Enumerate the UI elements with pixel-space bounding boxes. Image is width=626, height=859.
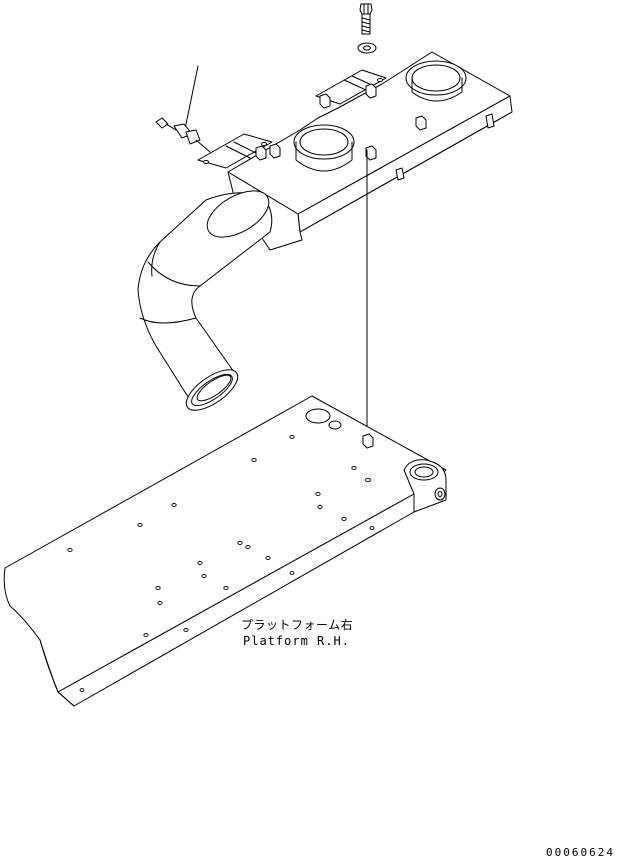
bolt <box>359 3 373 35</box>
muffler-assembly <box>137 51 513 411</box>
tail-pipe-rear <box>405 60 467 102</box>
washer <box>357 42 377 54</box>
platform-rh <box>3 395 447 707</box>
platform-label-en: Platform R.H. <box>243 634 350 648</box>
exhaust-elbow-pipe <box>137 190 273 411</box>
platform-lug <box>403 459 447 513</box>
tail-pipe-front <box>293 124 355 172</box>
document-number: 00060624 <box>546 846 615 859</box>
platform-holes <box>67 435 371 637</box>
platform-label-jp: プラットフォーム右 <box>241 618 354 632</box>
temperature-sensor <box>155 65 211 153</box>
bracket-rear <box>315 69 387 105</box>
nut-group <box>255 83 427 161</box>
